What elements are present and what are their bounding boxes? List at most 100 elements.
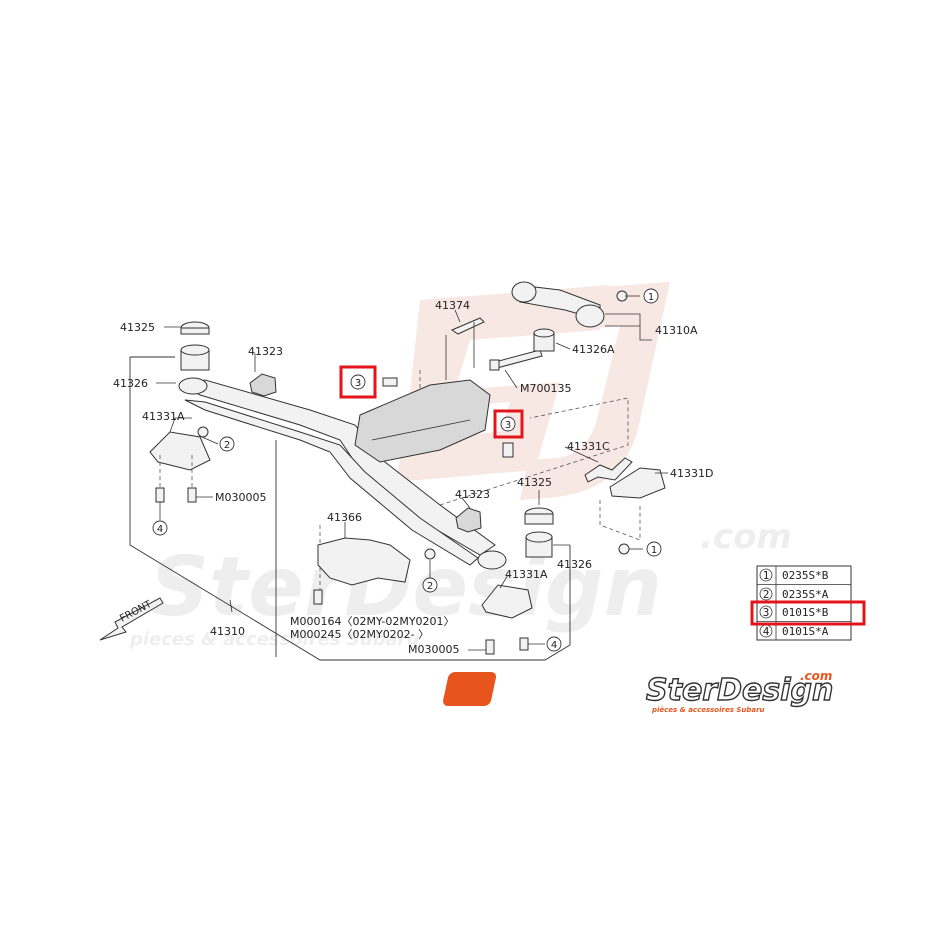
callout-4-right-text: 4: [551, 640, 557, 651]
callout-1-top-text: 1: [648, 292, 654, 303]
bracket-41366-body: [317, 537, 411, 586]
left-bushing-stack: [178, 321, 210, 395]
legend-row-1-num: 1: [763, 569, 770, 582]
label-41310a: 41310A: [655, 324, 698, 337]
mount-41323-lower: [455, 507, 482, 533]
bolt-3-top-head: [382, 377, 398, 387]
legend-table: 1 0235S*B 2 0235S*A 3 0101S*B 4 0101S*A: [750, 565, 866, 641]
watermark-brand: SterDesign: [150, 540, 662, 635]
label-m000164: M000164〈02MY-02MY0201〉: [290, 615, 455, 628]
legend-row-2-code: 0235S*A: [782, 588, 829, 601]
label-41331d: 41331D: [670, 467, 713, 480]
legend-row-4-num: 4: [763, 625, 770, 638]
bolt-3-top: [382, 377, 398, 387]
legend-row-1: 1 0235S*B: [759, 568, 829, 582]
right-brackets: [584, 457, 666, 555]
callout-1-bottom: 1: [646, 541, 662, 557]
leader-lines: [156, 295, 668, 651]
front-arrow: [99, 597, 164, 641]
watermark-domain: .com: [700, 517, 792, 557]
front-arrow-icon: [99, 597, 164, 641]
legend-row-3-num: 3: [763, 606, 770, 619]
callout-2-left-text: 2: [224, 440, 230, 451]
bolt-m000164: [313, 589, 323, 605]
callout-4-left: 4: [152, 520, 168, 536]
logo-sj-badge: [443, 672, 497, 706]
legend-row-1-code: 0235S*B: [782, 569, 829, 582]
bracket-41331a-left: [149, 431, 211, 471]
callout-3-top: 3: [350, 374, 366, 390]
label-41326-right: 41326: [557, 558, 592, 571]
watermark-sj-mark: [395, 282, 670, 500]
callout-3-right-text: 3: [505, 420, 511, 431]
logo-brand-text: SterDesign: [646, 673, 833, 708]
plate-crease: [371, 419, 471, 441]
nut-2-left: [197, 426, 209, 438]
legend-row-4-code: 0101S*A: [782, 625, 829, 638]
bracket-41331c: [584, 457, 633, 483]
mount-41323-lower-body: [455, 507, 482, 533]
callout-3-right: 3: [500, 416, 516, 432]
bolt-3-right: [502, 442, 514, 458]
legend-row-2-num: 2: [763, 588, 770, 601]
bracket-41331d: [609, 467, 666, 499]
bushing-41326-left-top: [180, 344, 210, 356]
label-m000245: M000245〈02MY0202- 〉: [290, 628, 429, 641]
label-41310: 41310: [210, 625, 245, 638]
callout-2-right: 2: [422, 577, 438, 593]
callout-2-left: 2: [219, 436, 235, 452]
bracket-41331a-right: [481, 584, 533, 619]
callout-4-right: 4: [546, 636, 562, 652]
label-41326-left: 41326: [113, 377, 148, 390]
callout-2-right-text: 2: [427, 581, 433, 592]
highlight-callout-3-top: [339, 365, 377, 399]
label-41331a-left: 41331A: [142, 410, 185, 423]
bolt-4-left: [155, 487, 165, 503]
label-41326a: 41326A: [572, 343, 615, 356]
callout-4-left-text: 4: [157, 524, 163, 535]
bushing-41325-right-side: [524, 513, 554, 525]
bushing-41325-left-side: [180, 327, 210, 335]
highlight-legend-row-3: [750, 600, 866, 626]
crossmember-41310: [180, 379, 496, 566]
label-41331a-right: 41331A: [505, 568, 548, 581]
legend-row-4: 4 0101S*A: [759, 624, 829, 638]
sterdesign-logo: SJ SterDesign .com pièces & accessoires …: [443, 669, 834, 714]
left-bracket-41331a: [149, 426, 211, 503]
crossmember-rail-upper: [180, 379, 496, 556]
nut-1-bottom: [618, 543, 630, 555]
crossmember-right-mount: [477, 550, 507, 570]
label-m700135: M700135: [520, 382, 571, 395]
label-41323-upper: 41323: [248, 345, 283, 358]
watermark-tagline: pieces & accessoires Subaru: [129, 629, 419, 650]
bushing-41326-right-top: [525, 531, 553, 543]
dashed-box-41331d: [599, 500, 641, 541]
callouts: 1 1 2 2 3 3 4 4: [152, 288, 662, 652]
label-41366: 41366: [327, 511, 362, 524]
mount-41323-upper: [249, 373, 277, 397]
bolt-m700135-head: [489, 359, 500, 371]
label-41325-right: 41325: [517, 476, 552, 489]
label-41325-left: 41325: [120, 321, 155, 334]
stud-41374: [445, 317, 485, 380]
logo-sj-text: SJ: [608, 678, 634, 706]
crossmember-center-plate: [354, 379, 491, 463]
bolt-4-right: [519, 637, 529, 651]
bushing-41326a-top: [533, 328, 555, 338]
logo-tagline-text: pièces & accessoires Subaru: [651, 706, 765, 714]
bracket-41366: [313, 537, 436, 605]
crossmember-left-mount: [178, 377, 208, 395]
label-41374: 41374: [435, 299, 470, 312]
label-41323-lower: 41323: [455, 488, 490, 501]
watermark: SterDesign .com pieces & accessoires Sub…: [129, 282, 792, 650]
label-m030005-left: M030005: [215, 491, 266, 504]
legend-row-2: 2 0235S*A: [759, 587, 829, 601]
callout-3-top-text: 3: [355, 378, 361, 389]
bolt-3-right-head: [502, 442, 514, 458]
label-41331c: 41331C: [567, 440, 610, 453]
dashed-box-right: [439, 397, 629, 506]
bracket-41310a: [511, 281, 628, 352]
mount-41323-upper-body: [249, 373, 277, 397]
